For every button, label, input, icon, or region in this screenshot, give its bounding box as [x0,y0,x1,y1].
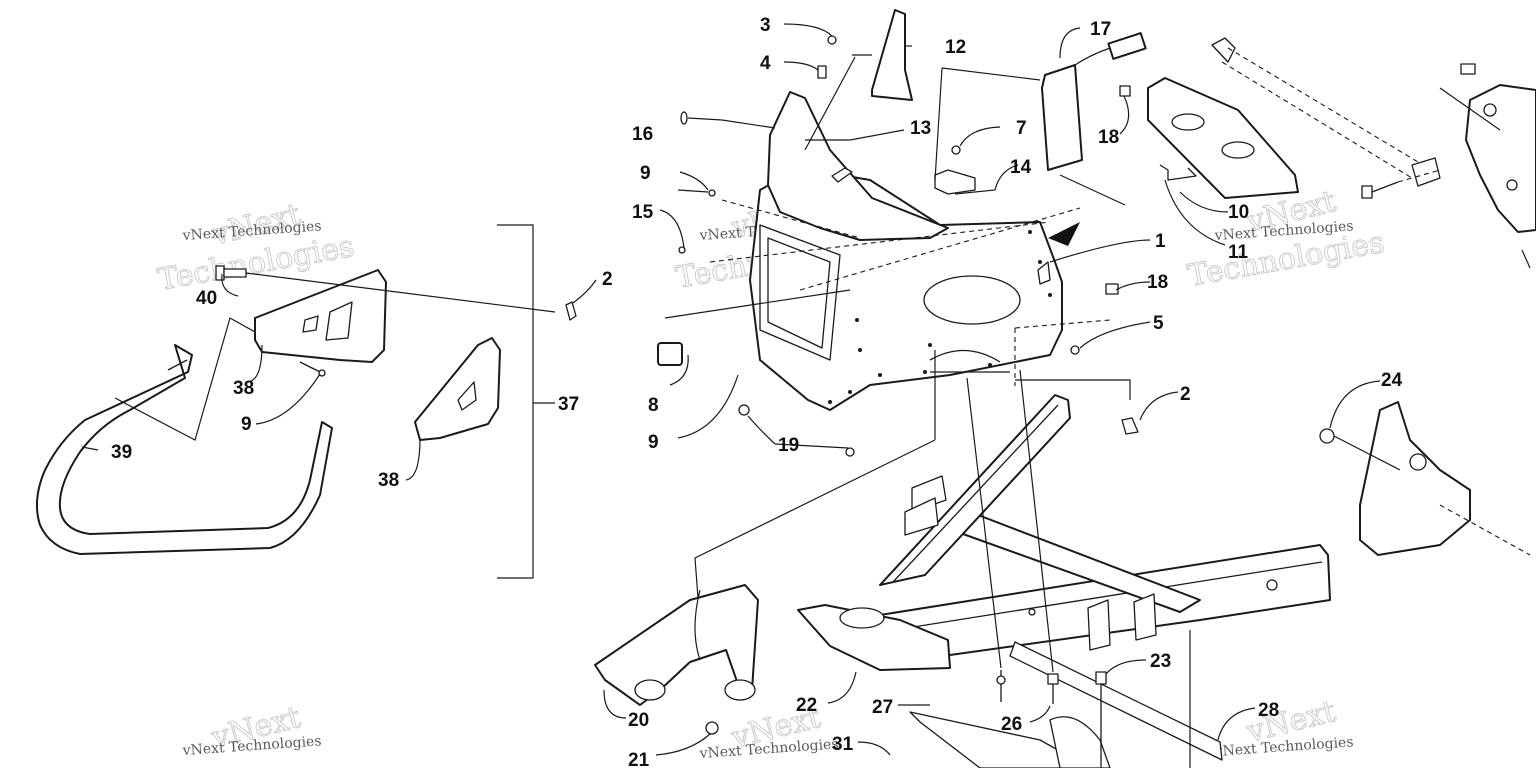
callout-20: 20 [628,710,649,731]
callout-19: 19 [778,435,799,456]
pin-27-part [996,670,1006,702]
callout-18: 18 [1098,127,1119,148]
rivet-9-part [677,189,716,197]
callout-13: 13 [910,118,931,139]
screw-5-part [1070,345,1080,355]
callout-10: 10 [1228,202,1249,223]
callout-9: 9 [648,432,659,453]
right-bracket-upper-part [1465,84,1536,233]
bracket-14-part [934,169,976,195]
callout-4: 4 [760,53,771,74]
callout-3: 3 [760,15,771,36]
callout-17: 17 [1090,19,1111,40]
bolt-right-part [1361,181,1399,199]
lower-skid-part [909,711,1091,768]
callout-26: 26 [1001,714,1022,735]
callout-21: 21 [628,750,650,768]
callout-22: 22 [796,695,817,716]
cradle-22-part [797,604,951,671]
callout-5: 5 [1153,313,1164,334]
watermark-small: vNext Technologies [698,736,839,762]
right-bracket-lower-part [1359,401,1471,556]
callout-11: 11 [1228,242,1249,263]
clip-2-part [1121,417,1139,435]
callout-37: 37 [558,394,579,415]
callout-24: 24 [1381,370,1403,391]
clip-21-part [705,721,719,735]
bolt-26-part [1047,673,1059,704]
front-housing-assembly [657,9,1299,457]
right-assembly [1211,37,1536,556]
callout-14: 14 [1010,157,1032,178]
small-bracket-part [1159,164,1197,181]
callout-9: 9 [640,163,651,184]
callout-39: 39 [111,442,132,463]
bumper-assembly [35,224,597,579]
strip-13-part [831,167,853,183]
callout-27: 27 [872,697,893,718]
callout-1: 1 [1155,231,1166,252]
callout-38: 38 [378,470,399,491]
rivet-part [299,361,326,377]
fastener-3-part [827,35,837,45]
arm-20-part [594,584,759,706]
callout-7: 7 [1016,118,1027,139]
front-bumper-part [35,344,333,555]
callout-9: 9 [241,414,252,435]
callout-16: 16 [632,124,653,145]
bolt-16-part [680,111,723,125]
fastener-4-part [817,65,827,79]
clip-1-part [1037,261,1051,285]
frame-assembly [594,350,1331,768]
pad-8-part [657,342,683,366]
callout-28: 28 [1258,700,1279,721]
callout-31: 31 [832,734,854,755]
upper-cowl-part [767,91,949,241]
callout-15: 15 [632,202,654,223]
clip-18-part [1105,283,1119,295]
watermark-small: vNext Technologies [181,733,322,759]
nut-part [1460,63,1476,75]
callout-38: 38 [233,378,254,399]
mount-plate-part [1147,77,1299,199]
bolt-23-part [1095,671,1107,768]
fastener-7-part [951,145,961,155]
nut-24-part [1319,428,1335,444]
bottom-rail-part [1009,641,1223,761]
direction-arrow-icon [1048,222,1080,246]
callout-23: 23 [1150,651,1171,672]
callout-labels: 1 2 2 3 4 5 7 8 9 9 9 10 11 12 13 14 15 … [111,15,1403,768]
bolt-19-part [738,404,855,457]
watermark-small: vNext Technologies [1213,734,1354,760]
bumper-bracket-lower-part [414,337,501,441]
callout-2: 2 [1180,384,1191,405]
callout-12: 12 [945,37,966,58]
callout-8: 8 [648,395,659,416]
top-bracket-part [871,9,913,101]
callout-40: 40 [196,288,217,309]
callout-2: 2 [602,269,613,290]
clip-part [565,301,577,321]
bumper-bracket-upper-part [254,269,387,363]
clip-15-part [678,246,686,254]
fastener-18-part [1119,85,1131,97]
control-module-part [1041,64,1083,171]
callout-18: 18 [1147,272,1168,293]
